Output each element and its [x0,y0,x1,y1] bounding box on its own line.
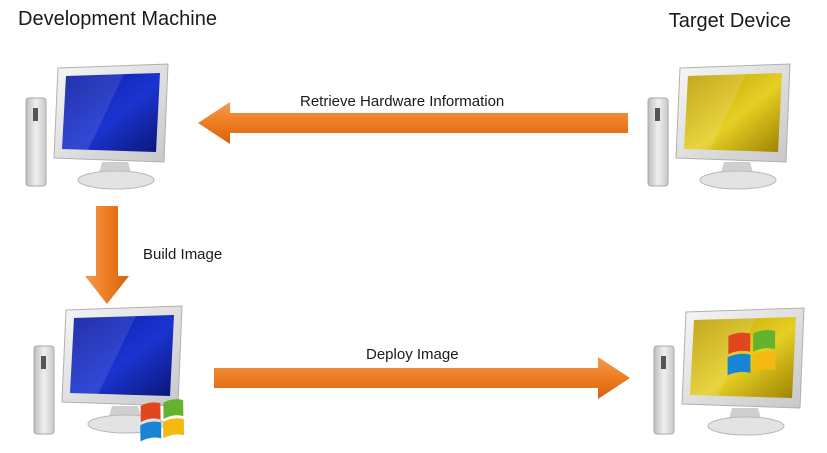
windows-logo-icon [727,330,776,376]
deploy-image-label: Deploy Image [366,346,459,363]
target-computer-windows-screen-icon [653,307,805,436]
build-image-arrow [85,206,129,304]
windows-logo-icon [140,399,185,442]
target-device-heading: Target Device [668,10,791,32]
build-image-label: Build Image [143,246,223,263]
development-machine-heading: Development Machine [18,8,217,30]
retrieve-hardware-information-label: Retrieve Hardware Information [300,93,505,110]
development-computer-icon [25,63,169,190]
retrieve-arrow [198,102,628,144]
development-computer-with-windows-logo-icon [33,305,185,442]
deploy-image-arrow [214,357,630,399]
target-computer-icon [647,63,791,190]
